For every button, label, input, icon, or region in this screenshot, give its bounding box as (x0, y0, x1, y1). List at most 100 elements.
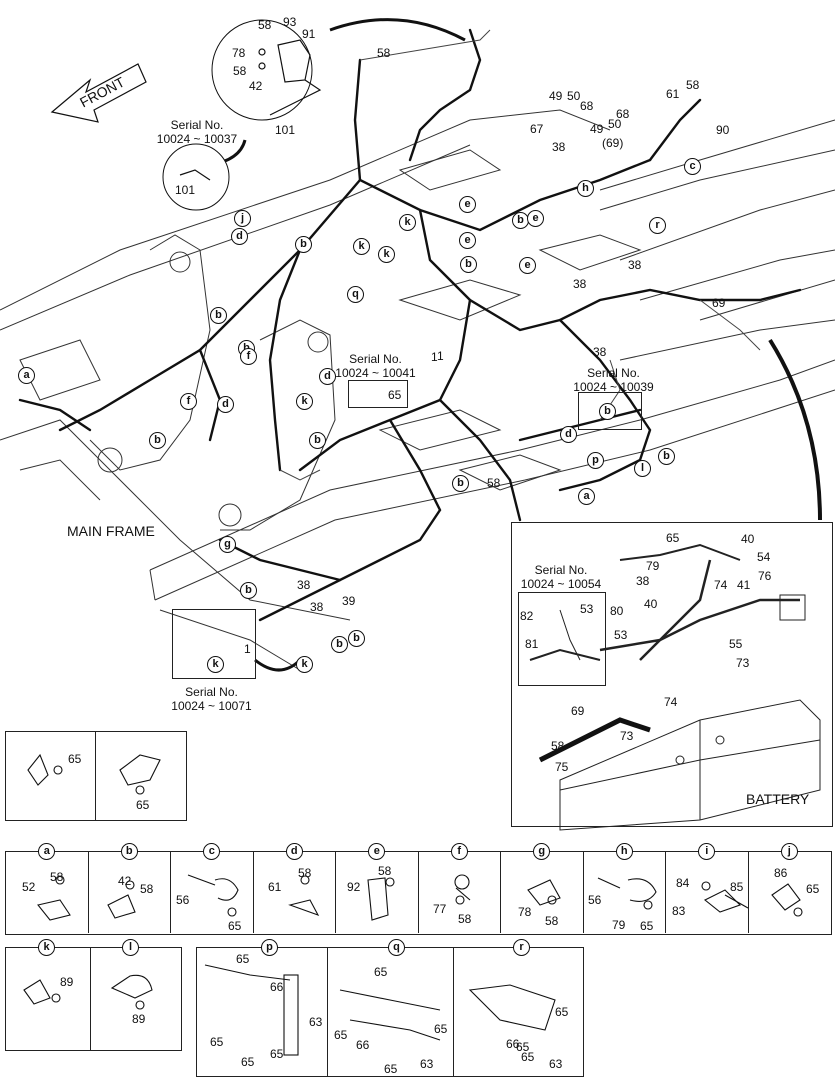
battery-callout-20: 75 (555, 760, 569, 774)
callout-50: b (309, 432, 326, 449)
detail-b-part-0: 42 (118, 874, 132, 888)
battery-callout-2: 54 (757, 550, 771, 564)
callout-5: 42 (249, 79, 263, 93)
callout-56: l (634, 460, 651, 477)
row1-divider (747, 851, 749, 933)
detail-p-part-4: 65 (241, 1055, 255, 1069)
battery-callout-1: 40 (741, 532, 755, 546)
detail-a-part-0: 52 (22, 880, 36, 894)
callout-13: 58 (686, 78, 700, 92)
detail-r-part-1: 65 (516, 1040, 530, 1054)
callout-70: 1 (244, 642, 251, 656)
battery-callout-15: 73 (736, 656, 750, 670)
callout-46: f (240, 348, 257, 365)
serial-note-10039: Serial No.10024 ~ 10039 (573, 366, 654, 394)
main-frame-label: MAIN FRAME (67, 523, 155, 539)
callout-41: b (210, 307, 227, 324)
detail-q-part-3: 66 (356, 1038, 370, 1052)
detail-e-part-1: 58 (378, 864, 392, 878)
battery-callout-10: 80 (610, 604, 624, 618)
callout-37: r (649, 217, 666, 234)
serial-note-10037: Serial No.10024 ~ 10037 (156, 118, 238, 146)
callout-12: 61 (666, 87, 680, 101)
battery-callout-3: 79 (646, 559, 660, 573)
callout-51: k (296, 393, 313, 410)
battery-callout-13: 53 (614, 628, 628, 642)
callout-11: 68 (580, 99, 594, 113)
leader-curve-right (768, 338, 822, 521)
callout-14: 67 (530, 122, 544, 136)
callout-38: 38 (628, 258, 642, 272)
callout-64: 38 (310, 600, 324, 614)
callout-49: d (319, 368, 336, 385)
leader-curve-bottom (254, 658, 302, 672)
callout-54: d (560, 426, 577, 443)
detail-r-part-0: 65 (555, 1005, 569, 1019)
battery-callout-16: 74 (664, 695, 678, 709)
callout-53: b (452, 475, 469, 492)
detail-h-part-0: 56 (588, 893, 602, 907)
detail-q-part-5: 65 (384, 1062, 398, 1076)
detail-q-part-0: 65 (374, 965, 388, 979)
battery-callout-12: 81 (525, 637, 539, 651)
row1-divider (500, 851, 501, 933)
callout-58: 58 (487, 476, 501, 490)
callout-1: 93 (283, 15, 297, 29)
callout-19: 38 (552, 140, 566, 154)
callout-15: 49 (590, 122, 604, 136)
detail-f-part-0: 77 (433, 902, 447, 916)
detail-f-part-1: 58 (458, 912, 472, 926)
callout-20: (69) (602, 136, 624, 150)
detail-p-part-0: 65 (236, 952, 250, 966)
detail-j-part-0: 86 (774, 866, 788, 880)
callout-30: k (399, 214, 416, 231)
battery-callout-6: 41 (737, 578, 751, 592)
callout-52: b (149, 432, 166, 449)
callout-48: 65 (388, 388, 402, 402)
detail-letter-i: i (698, 843, 716, 860)
callout-27: j (234, 210, 251, 227)
detail-letter-d: d (285, 843, 303, 860)
detail-q-part-4: 63 (420, 1057, 434, 1071)
detail-sketches (23, 753, 803, 1056)
callout-31: k (353, 238, 370, 255)
detail-g-part-0: 78 (518, 905, 532, 919)
callout-44: d (217, 396, 234, 413)
detail-a-part-1: 58 (50, 870, 64, 884)
battery-callout-11: 40 (644, 597, 658, 611)
detail-row1-box (5, 851, 832, 935)
row1-divider (87, 851, 89, 933)
row1-divider (170, 851, 171, 933)
inset-serial-10071 (172, 609, 256, 679)
callout-47: 1 (437, 349, 444, 363)
detail-top-part-1: 65 (136, 798, 150, 812)
detail-letter-p: p (261, 939, 278, 956)
callout-63: 39 (342, 594, 356, 608)
callout-34: e (519, 257, 536, 274)
callout-26: e (459, 232, 476, 249)
detail-letter-b: b (120, 843, 138, 860)
detail-letter-q: q (388, 939, 405, 956)
leader-curve-top (329, 18, 466, 42)
callout-28: d (231, 228, 248, 245)
callout-69: b (599, 403, 616, 420)
callout-59: a (578, 488, 595, 505)
detail-j-part-1: 65 (806, 882, 820, 896)
battery-callout-5: 74 (714, 578, 728, 592)
detail-balloon-top (211, 19, 313, 121)
detail-k-part-0: 89 (60, 975, 74, 989)
detail-top-box: 65 65 (5, 731, 187, 821)
detail-b-part-1: 58 (140, 882, 154, 896)
inset-serial-10041 (348, 380, 408, 408)
callout-22: h (577, 180, 594, 197)
battery-callout-4: 38 (636, 574, 650, 588)
detail-i-part-2: 85 (730, 880, 744, 894)
callout-29: b (295, 236, 312, 253)
callout-40: 38 (593, 345, 607, 359)
front-arrow (50, 63, 147, 123)
callout-36: 38 (573, 277, 587, 291)
battery-callout-14: 55 (729, 637, 743, 651)
detail-row2a-box (5, 947, 182, 1051)
detail-d-part-1: 58 (298, 866, 312, 880)
callout-65: b (331, 636, 348, 653)
